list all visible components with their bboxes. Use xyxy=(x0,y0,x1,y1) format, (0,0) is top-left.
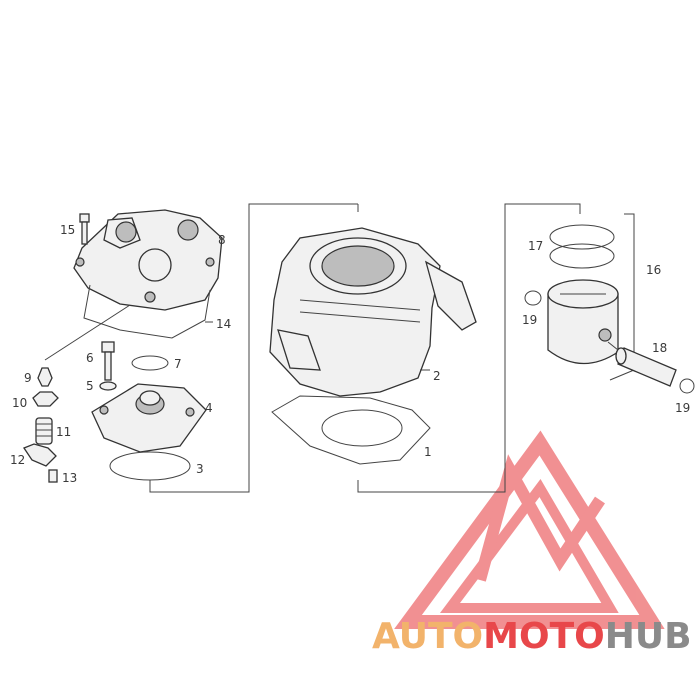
cover-4 xyxy=(91,383,207,453)
label-1: 1 xyxy=(424,445,432,459)
head-gasket xyxy=(83,284,211,339)
circlip-left xyxy=(524,290,542,306)
label-18: 18 xyxy=(652,341,667,355)
label-12: 12 xyxy=(10,453,25,467)
brand-hub: HUB xyxy=(605,616,692,657)
bolt-6 xyxy=(99,341,117,391)
label-4: 4 xyxy=(205,401,213,415)
bolt-15 xyxy=(79,213,90,245)
label-16: 16 xyxy=(646,263,661,277)
bracket-piston-group xyxy=(609,213,635,381)
bracket-base-gasket xyxy=(357,203,581,493)
valve-assembly xyxy=(23,367,59,483)
o-ring-3 xyxy=(109,451,191,481)
wrist-pin xyxy=(615,347,677,387)
label-11: 11 xyxy=(56,425,71,439)
label-2: 2 xyxy=(433,369,441,383)
label-6: 6 xyxy=(86,351,94,365)
label-14: 14 xyxy=(216,317,231,331)
bracket-cylinder-group xyxy=(149,203,358,493)
cylinder xyxy=(269,227,477,397)
label-19-right: 19 xyxy=(675,401,690,415)
leader-9 xyxy=(44,304,131,361)
label-10: 10 xyxy=(12,396,27,410)
piston xyxy=(547,279,619,365)
base-gasket xyxy=(271,395,431,465)
label-17: 17 xyxy=(528,239,543,253)
label-8: 8 xyxy=(218,233,226,247)
piston-ring-lower xyxy=(549,243,615,269)
brand-moto: MOTO xyxy=(483,616,605,657)
cylinder-head xyxy=(73,209,223,311)
brand-auto: AUTO xyxy=(372,616,483,657)
watermark-logo xyxy=(394,430,665,629)
label-5: 5 xyxy=(86,379,94,393)
watermark-triangle xyxy=(394,430,665,629)
base-gasket-bore xyxy=(321,409,403,447)
label-7: 7 xyxy=(174,357,182,371)
watermark-brand: AUTOMOTOHUB xyxy=(372,616,692,657)
o-ring-7 xyxy=(131,355,169,371)
circlip-right xyxy=(679,378,695,394)
leader-18 xyxy=(607,341,619,351)
watermark-zigzag xyxy=(474,454,605,582)
label-9: 9 xyxy=(24,371,32,385)
label-13: 13 xyxy=(62,471,77,485)
label-3: 3 xyxy=(196,462,204,476)
label-15: 15 xyxy=(60,223,75,237)
label-19-left: 19 xyxy=(522,313,537,327)
piston-ring-upper xyxy=(549,224,615,250)
